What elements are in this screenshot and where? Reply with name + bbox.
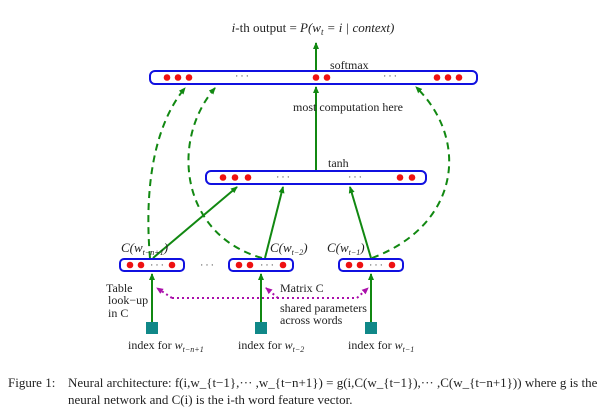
- input3-to-hidden-arrow: [348, 186, 372, 259]
- index-label-2: index for wt−2: [238, 338, 304, 354]
- between-inputs-ellipsis: · · ·: [200, 260, 214, 270]
- feature-vector-2: · · ·: [228, 258, 294, 272]
- index-label-3: index for wt−1: [348, 338, 414, 354]
- input2-to-hidden-arrow: [264, 186, 285, 259]
- feature-vector-3: · · ·: [338, 258, 404, 272]
- shared-arrow-2: [265, 287, 279, 299]
- caption-line-1: Neural architecture: f(i,w_{t−1},··· ,w_…: [68, 375, 598, 390]
- figure-caption: Figure 1: Neural architecture: f(i,w_{t−1…: [8, 374, 598, 408]
- tanh-label: tanh: [328, 156, 349, 170]
- svg-text:· · ·: · · ·: [369, 260, 383, 270]
- direct-connection-1: [147, 87, 186, 259]
- tanh-ellipsis-1: · · ·: [276, 172, 290, 182]
- index-square-1: [146, 322, 158, 334]
- tanh-layer: [205, 170, 427, 185]
- direct-connection-2: [187, 87, 263, 259]
- input-label-3: C(wt−1): [327, 240, 365, 257]
- softmax-units: [163, 74, 463, 81]
- input1-to-hidden-arrow: [152, 186, 238, 259]
- shared-arrow-1: [156, 287, 173, 299]
- shared-arrow-3: [356, 287, 369, 299]
- feature-vector-1: · · ·: [119, 258, 185, 272]
- index-label-1: index for wt−n+1: [128, 338, 204, 354]
- input-label-1: C(wt−n+1): [121, 240, 168, 257]
- matrix-label: Matrix C: [280, 281, 324, 295]
- input-label-2: C(wt−2): [270, 240, 308, 257]
- softmax-ellipsis-1: · · ·: [235, 71, 249, 81]
- direct-connection-3: [371, 86, 451, 259]
- softmax-label: softmax: [330, 58, 369, 72]
- neural-architecture-diagram: i-th output = P(wt = i | context) softma…: [106, 20, 478, 354]
- index-square-3: [365, 322, 377, 334]
- output-label: i-th output = P(wt = i | context): [232, 20, 395, 37]
- softmax-ellipsis-2: · · ·: [383, 71, 397, 81]
- tanh-ellipsis-2: · · ·: [348, 172, 362, 182]
- index-square-2: [255, 322, 267, 334]
- svg-text:· · ·: · · ·: [150, 260, 164, 270]
- svg-text:· · ·: · · ·: [260, 260, 274, 270]
- caption-line-2: neural network and C(i) is the i-th word…: [68, 392, 353, 407]
- tanh-units: [219, 174, 416, 181]
- shared-params-label: shared parameters across words: [280, 301, 370, 327]
- caption-label: Figure 1:: [8, 375, 56, 390]
- computation-label: most computation here: [293, 100, 403, 114]
- table-lookup-label: Table look−up in C: [106, 281, 151, 320]
